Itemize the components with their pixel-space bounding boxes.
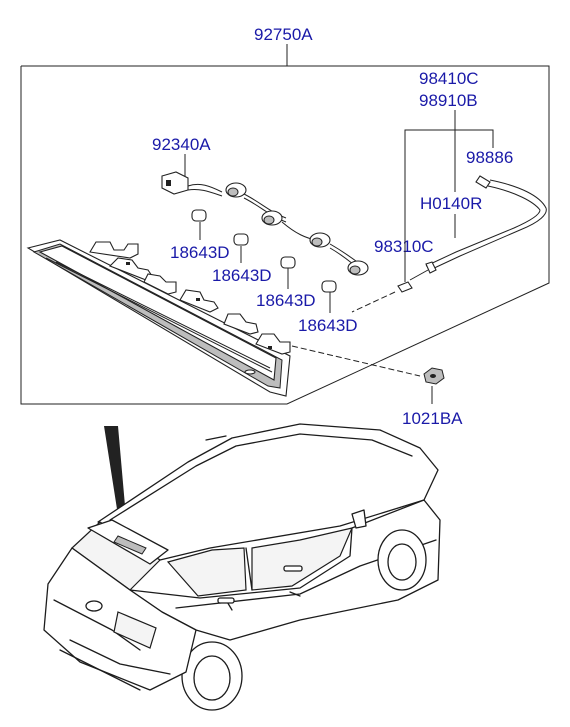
vehicle-illustration (43, 423, 441, 711)
callout-leaders (184, 110, 494, 404)
label-18643d-4: 18643D (298, 316, 358, 335)
wiring-harness (161, 171, 369, 276)
label-92340a: 92340A (152, 135, 211, 154)
label-98886: 98886 (466, 148, 513, 167)
label-92750a: 92750A (254, 25, 313, 44)
washer-hose (397, 175, 547, 293)
label-h0140r: H0140R (420, 194, 482, 213)
label-1021ba: 1021BA (402, 409, 463, 428)
screw-part (423, 367, 445, 385)
stop-lamp-housing (26, 239, 291, 397)
assembly-frame (20, 44, 550, 405)
label-18643d-2: 18643D (212, 266, 272, 285)
label-98910b: 98910B (419, 91, 478, 110)
label-18643d-3: 18643D (256, 291, 316, 310)
label-18643d-1: 18643D (170, 243, 230, 262)
label-98410c: 98410C (419, 69, 479, 88)
label-98310c: 98310C (374, 237, 434, 256)
bulb-parts (191, 209, 337, 293)
